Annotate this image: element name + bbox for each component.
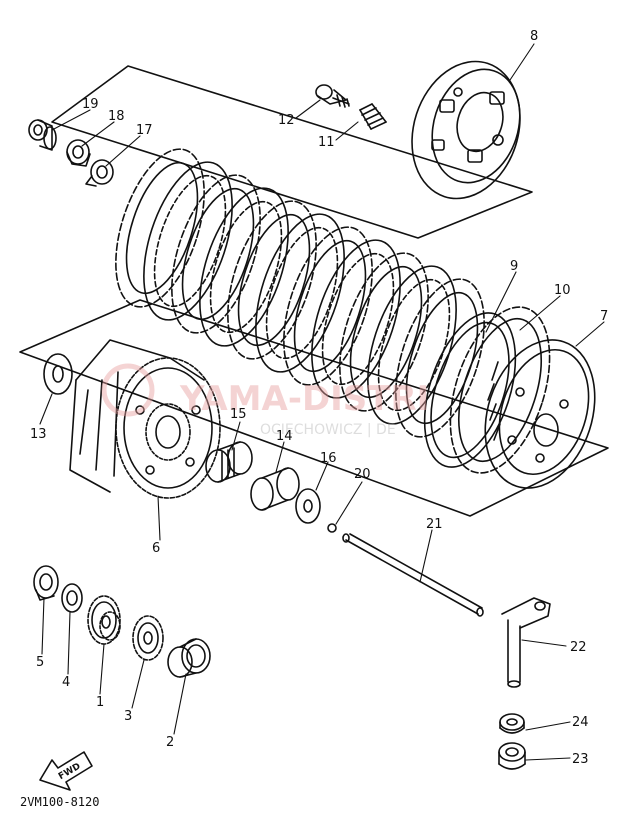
label-6: 6 <box>152 541 160 556</box>
label-3: 3 <box>124 709 132 724</box>
label-20: 20 <box>354 467 371 482</box>
watermark: YAMA-DISTRI OCIECHOWICZ | DE <box>101 363 429 438</box>
part-16-washer <box>295 488 321 524</box>
part-11-spring <box>359 103 387 130</box>
label-18: 18 <box>108 109 125 124</box>
clutch-plate <box>339 252 429 412</box>
part-3-gear <box>132 615 164 661</box>
label-11: 11 <box>318 135 335 150</box>
part-18-nut <box>66 139 91 167</box>
part-15-needle-bearing <box>205 441 253 483</box>
part-20-ball <box>327 523 337 533</box>
clutch-plate-stack <box>115 148 485 438</box>
clutch-plate <box>367 265 457 425</box>
label-8: 8 <box>530 29 538 44</box>
lower-assembly-panel <box>19 299 609 517</box>
watermark-sub: OCIECHOWICZ | DE <box>260 422 396 438</box>
part-1-gear <box>87 595 121 645</box>
part-24-oil-seal <box>499 713 525 734</box>
part-17-lock-washer <box>85 159 114 187</box>
label-13: 13 <box>30 427 47 442</box>
part-14-spacer <box>250 467 300 511</box>
label-12: 12 <box>278 113 295 128</box>
diagram-code: 2VM100-8120 <box>20 795 99 809</box>
part-5-collar <box>33 565 59 601</box>
label-24: 24 <box>572 715 589 730</box>
part-22-push-lever <box>501 597 551 688</box>
part-23-bearing <box>498 742 526 770</box>
label-15: 15 <box>230 407 247 422</box>
clutch-plate <box>255 213 345 373</box>
label-22: 22 <box>570 640 587 655</box>
label-23: 23 <box>572 752 589 767</box>
label-21: 21 <box>426 517 443 532</box>
leader-lines <box>39 43 605 761</box>
label-10: 10 <box>554 283 571 298</box>
clutch-plate <box>115 148 205 308</box>
part-2-bushing <box>167 638 211 678</box>
part-7-clutch-boss <box>484 339 596 489</box>
label-5: 5 <box>36 655 44 670</box>
part-21-push-rod <box>342 533 484 617</box>
upper-assembly-panel <box>51 65 533 239</box>
part-6-clutch-housing <box>69 339 221 499</box>
clutch-plate <box>199 187 289 347</box>
watermark-logo-icon <box>101 363 155 417</box>
label-7: 7 <box>600 309 608 324</box>
label-1: 1 <box>96 695 104 710</box>
label-14: 14 <box>276 429 293 444</box>
label-16: 16 <box>320 451 337 466</box>
label-19: 19 <box>82 97 99 112</box>
clutch-plate <box>311 239 401 399</box>
part-4-washer <box>61 583 83 613</box>
part-labels: 8 12 11 19 18 17 9 10 7 13 6 15 14 16 20… <box>30 29 608 767</box>
watermark-main: YAMA-DISTRI <box>179 379 429 419</box>
clutch-plate <box>171 174 261 334</box>
fwd-arrow-icon <box>39 751 93 791</box>
part-8-pressure-plate <box>411 60 521 200</box>
part-12-bolt <box>315 84 350 108</box>
part-10-steel-plate <box>449 306 551 474</box>
clutch-plate <box>227 200 317 360</box>
label-2: 2 <box>166 735 174 750</box>
clutch-plate <box>143 161 233 321</box>
label-17: 17 <box>136 123 153 138</box>
part-19-collar <box>28 119 57 151</box>
clutch-plate <box>283 226 373 386</box>
label-4: 4 <box>62 675 70 690</box>
part-13-thrust-washer <box>43 353 73 395</box>
label-9: 9 <box>510 259 518 274</box>
